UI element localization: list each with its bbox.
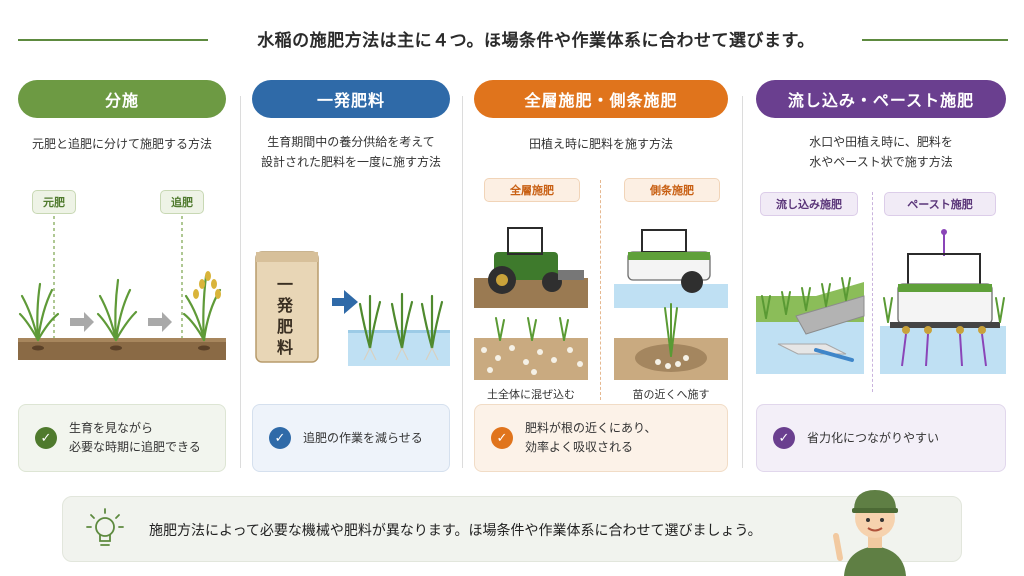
title-line-right [862,39,1008,41]
column-divider [462,96,463,468]
check-icon: ✓ [269,427,291,449]
benefit-text: 省力化につながりやすい [807,430,940,445]
check-icon: ✓ [773,427,795,449]
caption-full-layer: 土全体に混ぜ込む [487,388,575,401]
arrow-right-icon [332,290,358,314]
benefit-box: ✓ 省力化につながりやすい [756,404,1006,472]
method-title: 分施 [18,80,226,118]
arrow-right-icon [70,312,94,332]
arrow-right-icon [148,312,172,332]
method-description: 水口や田植え時に、肥料を 水やペースト状で施す方法 [809,135,953,169]
method-card-single-application: 一発肥料 生育期間中の養分供給を考えて 設計された肥料を一度に施す方法 一発肥料… [252,80,450,476]
title-line-left [18,39,208,41]
benefit-box: ✓ 追肥の作業を減らせる [252,404,450,472]
single-fertilizer-illustration [255,251,450,366]
method-title: 全層施肥・側条施肥 [474,80,728,118]
method-title: 流し込み・ペースト施肥 [756,80,1006,118]
bottom-note: 施肥方法によって必要な機械や肥料が異なります。ほ場条件や作業体系に合わせて選びま… [62,496,962,562]
method-card-split: 分施 元肥と追肥に分けて施肥する方法 元肥 追肥 ✓ 生育を見ながら 必要な時期… [18,80,226,476]
tag-full-layer: 全層施肥 [484,178,580,202]
check-icon: ✓ [491,427,513,449]
sub-divider [600,180,601,400]
flowin-paste-illustration [756,229,1006,374]
farmer-icon [833,490,906,576]
caption-side-strip: 苗の近くへ施す [632,388,710,401]
tag-flow-in: 流し込み施肥 [760,192,858,216]
method-title: 一発肥料 [252,80,450,118]
lightbulb-icon [86,508,124,546]
page-title: 水稲の施肥方法は主に４つ。ほ場条件や作業体系に合わせて選びます。 [257,31,815,51]
bottom-note-text: 施肥方法によって必要な機械や肥料が異なります。ほ場条件や作業体系に合わせて選びま… [149,523,762,539]
tag-paste: ペースト施肥 [884,192,996,216]
tag-side-strip: 側条施肥 [624,178,720,202]
method-card-flowin-paste: 流し込み・ペースト施肥 水口や田植え時に、肥料を 水やペースト状で施す方法 流し… [756,80,1006,476]
fullsoil-sidestrip-illustration [474,227,728,380]
method-card-fullsoil-sidestrip: 全層施肥・側条施肥 田植え時に肥料を施す方法 全層施肥 側条施肥 [474,80,728,476]
benefit-text: 生育を見ながら 必要な時期に追肥できる [69,421,201,454]
sub-divider [872,192,873,392]
column-divider [742,96,743,468]
tag-base-fertilizer: 元肥 [32,190,76,214]
benefit-text: 追肥の作業を減らせる [303,430,423,445]
benefit-box: ✓ 肥料が根の近くにあり、 効率よく吸収される [474,404,728,472]
method-description: 田植え時に肥料を施す方法 [528,137,673,151]
water-flow-icon [814,348,854,362]
column-divider [240,96,241,468]
benefit-text: 肥料が根の近くにあり、 効率よく吸収される [525,421,657,454]
title-row: 水稲の施肥方法は主に４つ。ほ場条件や作業体系に合わせて選びます。 [0,22,1024,58]
tag-top-dressing: 追肥 [160,190,204,214]
method-description: 生育期間中の養分供給を考えて 設計された肥料を一度に施す方法 [260,135,441,169]
method-description: 元肥と追肥に分けて施肥する方法 [31,137,212,151]
check-icon: ✓ [35,427,57,449]
fertilizer-bag-label: 一発肥料 [276,275,293,357]
benefit-box: ✓ 生育を見ながら 必要な時期に追肥できる [18,404,226,472]
split-application-illustration [18,216,226,360]
